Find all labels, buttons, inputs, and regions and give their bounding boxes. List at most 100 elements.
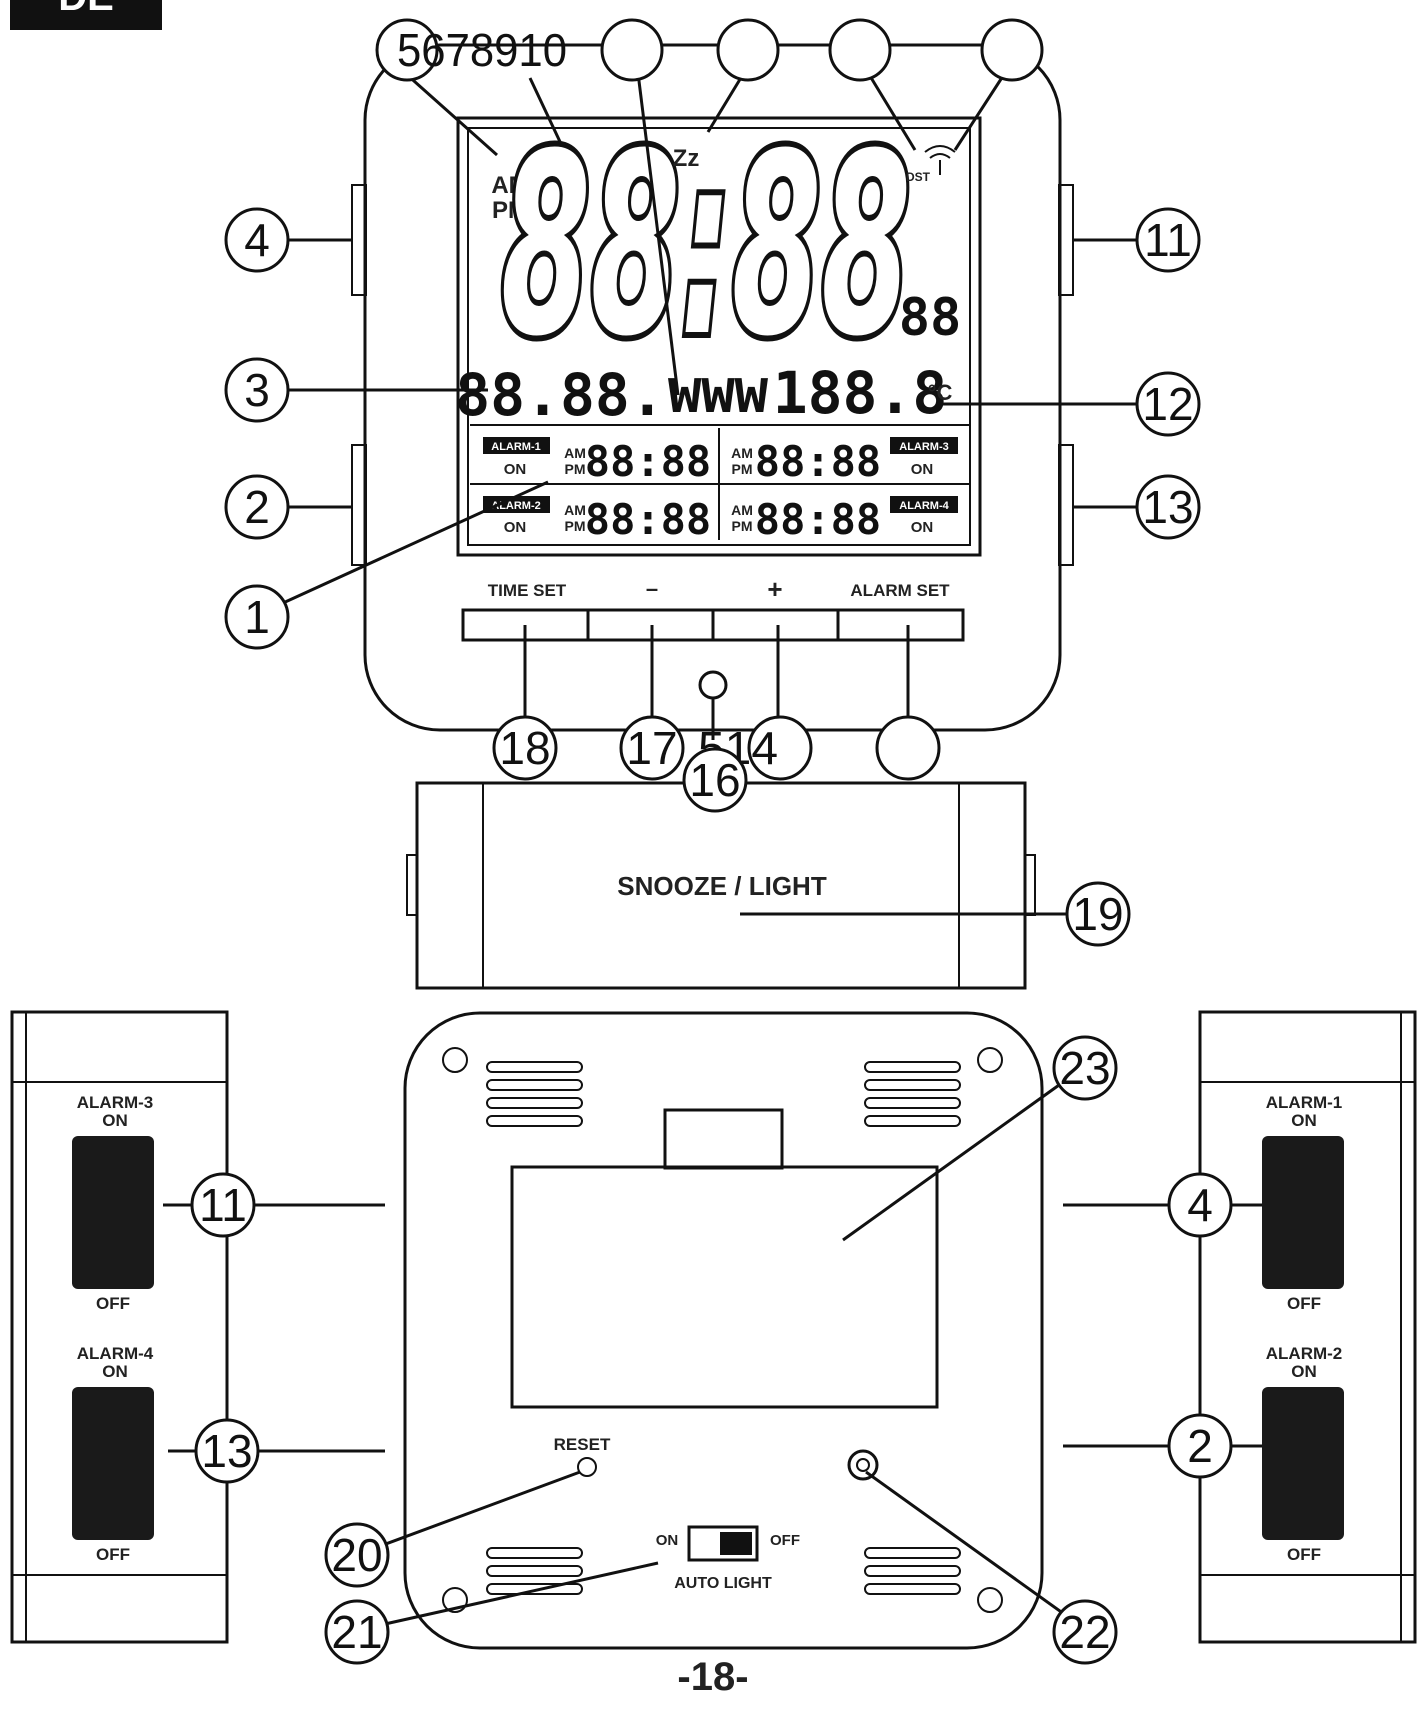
temperature-digits: 188.8 — [773, 359, 948, 427]
right-switch-1-on: ON — [1291, 1111, 1317, 1130]
reset-label: RESET — [554, 1435, 611, 1454]
callout-c11b-label: 11 — [199, 1179, 247, 1231]
callout-c2: 2 — [224, 474, 290, 540]
seconds-digits: 88 — [899, 288, 962, 348]
alarm-2-pm: PM — [565, 518, 586, 534]
alarm-2-am: AM — [564, 502, 586, 518]
callout-c4b: 4 — [1167, 1172, 1233, 1238]
left-switch-2[interactable] — [72, 1387, 154, 1540]
left-switch-1-name: ALARM-3 — [77, 1093, 154, 1112]
battery-cover[interactable] — [510, 1165, 939, 1409]
alarm-4-panel: AM PM 88:88 ALARM-4 ON — [731, 495, 958, 544]
callout-c11: 11 — [1135, 207, 1201, 273]
callout-c23: 23 — [1052, 1035, 1118, 1101]
alarm-2-time: 88:88 — [585, 495, 711, 544]
right-switch-2-off: OFF — [1287, 1545, 1321, 1564]
right-side-view: ALARM-1 ON OFF ALARM-2 ON OFF — [1198, 1010, 1417, 1644]
battery-cover-tab[interactable] — [663, 1108, 784, 1170]
left-switch-1-on: ON — [102, 1111, 128, 1130]
alarm-3-panel: AM PM 88:88 ALARM-3 ON — [731, 437, 958, 486]
callout-c13b-label: 13 — [201, 1425, 252, 1477]
date-digits: 88.88. — [455, 361, 665, 429]
callout-c2-label: 2 — [244, 481, 270, 533]
lcd-inner — [467, 127, 971, 546]
callout-c6 — [600, 18, 664, 82]
time-set-label: TIME SET — [488, 581, 567, 600]
auto-light-label: AUTO LIGHT — [674, 1575, 772, 1592]
main-time-digits: 88:88 — [501, 100, 911, 391]
callout-c18: 18 — [492, 715, 558, 781]
left-switch-1-off: OFF — [96, 1294, 130, 1313]
callout-c13: 13 — [1135, 474, 1201, 540]
plus-label: + — [767, 574, 782, 604]
callout-c17: 17 — [619, 715, 685, 781]
callout-c1: 1 — [224, 584, 290, 650]
snooze-light-label: SNOOZE / LIGHT — [617, 871, 827, 901]
callout-c11-label: 11 — [1144, 214, 1192, 266]
callout-c21: 21 — [324, 1599, 390, 1665]
right-switch-2[interactable] — [1262, 1387, 1344, 1540]
alarm-3-time: 88:88 — [755, 437, 881, 486]
callout-c5: 5678910 — [375, 18, 567, 82]
callout-c4b-label: 4 — [1187, 1179, 1213, 1231]
callout-c3: 3 — [224, 357, 290, 423]
callout-c7 — [716, 18, 780, 82]
power-jack[interactable] — [847, 1449, 879, 1481]
alarm-4-pm: PM — [732, 518, 753, 534]
radio-signal-icon — [924, 145, 956, 175]
alarm-4-on: ON — [911, 519, 934, 536]
alarm-1-time: 88:88 — [585, 437, 711, 486]
right-switch-1-off: OFF — [1287, 1294, 1321, 1313]
auto-light-on-label: ON — [656, 1532, 679, 1549]
screw-icon — [442, 1587, 468, 1613]
callout-c1-label: 1 — [244, 591, 270, 643]
auto-light-switch[interactable] — [687, 1525, 759, 1562]
callout-c18-label: 18 — [499, 722, 550, 774]
callout-c22-label: 22 — [1059, 1606, 1110, 1658]
right-switch-1-name: ALARM-1 — [1266, 1093, 1343, 1112]
back-view: RESET ON OFF AUTO LIGHT — [403, 1011, 1044, 1650]
callout-c8 — [828, 18, 892, 82]
left-side-view: ALARM-3 ON OFF ALARM-4 ON OFF — [10, 1010, 229, 1644]
alarm-4-time: 88:88 — [755, 495, 881, 544]
left-switch-2-off: OFF — [96, 1545, 130, 1564]
callout-c3-label: 3 — [244, 364, 270, 416]
right-switch-2-name: ALARM-2 — [1266, 1344, 1343, 1363]
callout-c13-label: 13 — [1142, 481, 1193, 533]
callout-c12: 12 — [1135, 371, 1201, 437]
alarm-3-on: ON — [911, 461, 934, 478]
reset-button[interactable] — [577, 1457, 597, 1477]
screw-icon — [977, 1587, 1003, 1613]
callout-c19: 19 — [1065, 881, 1131, 947]
snooze-bar: SNOOZE / LIGHT — [406, 781, 1036, 990]
alarm-set-label: ALARM SET — [850, 581, 950, 600]
callout-c13b: 13 — [194, 1418, 260, 1484]
snooze-zz-indicator: Zz — [673, 145, 700, 172]
screw-icon — [977, 1047, 1003, 1073]
right-switch-1[interactable] — [1262, 1136, 1344, 1289]
alarm-1-panel: ALARM-1 ON AM PM 88:88 — [483, 437, 711, 486]
left-switch-2-on: ON — [102, 1362, 128, 1381]
callout-c16: 16 — [682, 747, 748, 813]
speaker-grille — [486, 1061, 961, 1595]
callout-c9 — [980, 18, 1044, 82]
time-pm-label: PM — [492, 197, 528, 224]
alarm-3-pm: PM — [732, 461, 753, 477]
callout-c20: 20 — [324, 1522, 390, 1588]
left-switch-2-name: ALARM-4 — [77, 1344, 154, 1363]
alarm-3-label: ALARM-3 — [899, 441, 949, 453]
left-switch-1[interactable] — [72, 1136, 154, 1289]
auto-light-off-label: OFF — [770, 1532, 800, 1549]
callouts: 5678910 4 11 3 12 2 13 1 18 17 514 16 19… — [190, 18, 1233, 1665]
language-tab-text: DE — [58, 0, 114, 19]
back-housing — [403, 1011, 1044, 1650]
alarm-1-on: ON — [504, 461, 527, 478]
alarm-1-am: AM — [564, 445, 586, 461]
right-switch-2-on: ON — [1291, 1362, 1317, 1381]
language-tab: DE — [10, 0, 162, 30]
temperature-unit: °C — [928, 380, 953, 405]
alarm-4-am: AM — [731, 502, 753, 518]
alarm-2-on: ON — [504, 519, 527, 536]
callout-c23-label: 23 — [1059, 1042, 1110, 1094]
